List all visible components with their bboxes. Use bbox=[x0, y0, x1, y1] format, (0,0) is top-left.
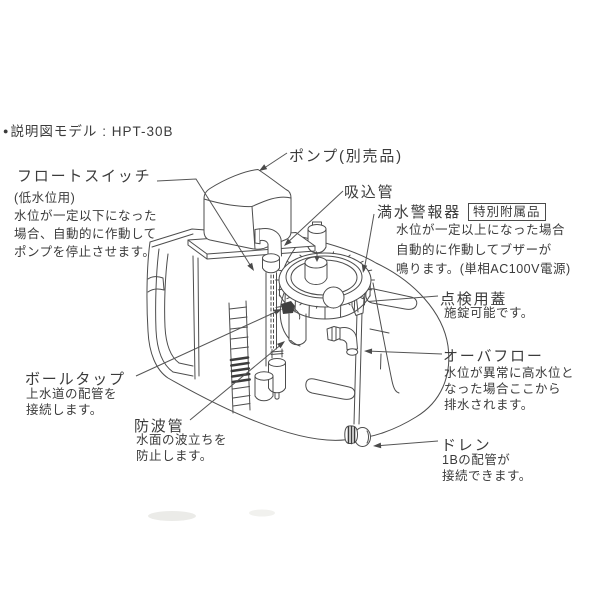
special-accessory-badge: 特別附属品 bbox=[468, 203, 546, 221]
page-title: ●説明図モデル : HPT-30B bbox=[3, 120, 173, 140]
title-text: 説明図モデル : HPT-30B bbox=[10, 124, 174, 139]
handle-lower bbox=[305, 378, 356, 400]
leader-suction-pipe bbox=[285, 190, 344, 245]
float-switch-unit bbox=[268, 348, 286, 400]
leader-overflow bbox=[365, 350, 443, 355]
leader-pump bbox=[261, 152, 288, 170]
leader-inspection-lid bbox=[367, 295, 439, 302]
leader-drain bbox=[374, 440, 439, 447]
lid-lock-ring bbox=[322, 286, 345, 309]
desc-inspection-lid: 施錠可能です。 bbox=[444, 306, 534, 320]
label-overflow: オーバフロー bbox=[443, 348, 544, 365]
label-suction-pipe: 吸込管 bbox=[344, 184, 395, 201]
manhole-lid bbox=[275, 251, 375, 320]
label-float-switch: フロートスイッチ bbox=[17, 168, 152, 185]
arrow-full-water-alarm bbox=[361, 264, 368, 273]
leader-float-switch bbox=[156, 178, 253, 269]
overflow-elbow bbox=[326, 326, 359, 356]
leader-full-water-alarm bbox=[363, 213, 375, 272]
label-pump: ポンプ(別売品) bbox=[289, 148, 403, 165]
wave-prevention-pipe bbox=[254, 371, 274, 402]
paper-smudge bbox=[148, 511, 196, 521]
strainer-pipe bbox=[288, 312, 307, 346]
drain-plug bbox=[344, 425, 371, 447]
arrow-ball-tap bbox=[273, 309, 282, 315]
leader-ball-tap bbox=[135, 309, 281, 377]
arrow-overflow bbox=[364, 348, 373, 355]
leader-arrowheads bbox=[247, 164, 382, 449]
leader-lines bbox=[135, 152, 443, 447]
label-inspection-lid: 点検用蓋 bbox=[440, 291, 508, 308]
desc-float-switch: (低水位用) 水位が一定以下になった 場合、自動的に作動して ポンプを停止させま… bbox=[14, 191, 158, 259]
suction-elbow bbox=[254, 228, 282, 274]
arrow-pump bbox=[259, 164, 268, 171]
lid-center-boss bbox=[304, 256, 328, 285]
label-drain: ドレン bbox=[441, 437, 492, 454]
level-gauge-ladder bbox=[228, 300, 251, 414]
title-bullet: ● bbox=[3, 126, 9, 136]
label-ball-tap: ボールタップ bbox=[25, 371, 126, 388]
arrow-float-switch bbox=[247, 262, 254, 271]
leader-wave-pipe bbox=[189, 342, 284, 421]
paper-smudge bbox=[249, 509, 275, 517]
arrow-wave-pipe bbox=[277, 341, 285, 349]
arrow-drain bbox=[373, 442, 382, 449]
label-full-water-alarm: 満水警報器特別附属品 bbox=[377, 201, 546, 222]
desc-full-water-alarm: 水位が一定以上になった場合 自動的に作動してブザーが 鳴ります。(単相AC100… bbox=[396, 223, 571, 276]
ball-tap-valve bbox=[275, 301, 301, 320]
desc-drain: 1Bの配管が 接続できます。 bbox=[442, 453, 532, 483]
desc-wave-pipe: 水面の波立ちを 防止します。 bbox=[136, 433, 228, 463]
label-wave-pipe: 防波管 bbox=[134, 418, 185, 435]
alarm-sensor bbox=[307, 221, 327, 262]
desc-ball-tap: 上水道の配管を 接続します。 bbox=[26, 387, 118, 417]
arrow-suction-pipe bbox=[284, 238, 292, 246]
desc-overflow: 水位が異常に高水位と なった場合ここから 排水されます。 bbox=[444, 366, 575, 412]
